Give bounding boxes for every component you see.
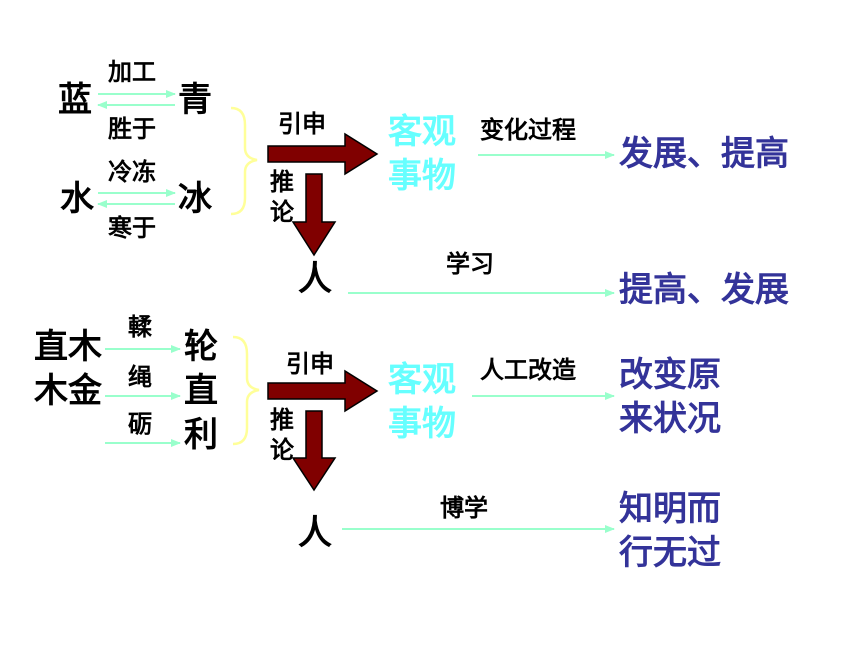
label-li: 砺: [128, 410, 152, 438]
label-yinshen-2: 引申: [286, 350, 334, 378]
label-tuilun-2: 推论: [270, 406, 294, 464]
thick-arrow-down-2: [291, 410, 337, 492]
thick-arrow-down-1: [291, 173, 337, 257]
char-shui: 水: [60, 179, 94, 219]
label-hanyu: 寒于: [108, 214, 156, 242]
label-yinshen-1: 引申: [278, 110, 326, 138]
label-boxue: 博学: [440, 494, 488, 522]
brace-2: [232, 335, 260, 446]
char-bing: 冰: [178, 179, 212, 219]
label-lengdong: 冷冻: [108, 158, 156, 186]
char-qing: 青: [178, 80, 212, 120]
label-jiagong: 加工: [108, 58, 156, 86]
result-gaibian: 改变原来状况: [619, 355, 721, 440]
label-tuilun-1: 推论: [270, 168, 294, 226]
char-lan: 蓝: [58, 80, 92, 120]
result-fazhan-tigao: 发展、提高: [619, 134, 789, 174]
label-xuexi: 学习: [446, 250, 494, 278]
char-ren-1: 人: [298, 259, 332, 299]
label-rou: 輮: [128, 313, 152, 341]
keguan-shiwu-1: 客观事物: [388, 112, 456, 197]
char-ren-2: 人: [298, 513, 332, 553]
label-bianhua: 变化过程: [480, 116, 576, 144]
thick-arrow-right-1: [267, 132, 379, 176]
left-words: 直木木金: [34, 327, 102, 412]
thick-arrow-right-2: [267, 369, 379, 413]
label-shengyu: 胜于: [108, 115, 156, 143]
result-tigao-fazhan: 提高、发展: [619, 270, 789, 310]
result-zhiming: 知明而行无过: [619, 489, 721, 574]
label-sheng: 绳: [128, 363, 152, 391]
label-rengong: 人工改造: [480, 356, 576, 384]
keguan-shiwu-2: 客观事物: [388, 360, 456, 445]
brace-1: [230, 106, 258, 216]
right-words: 轮直利: [184, 327, 218, 456]
